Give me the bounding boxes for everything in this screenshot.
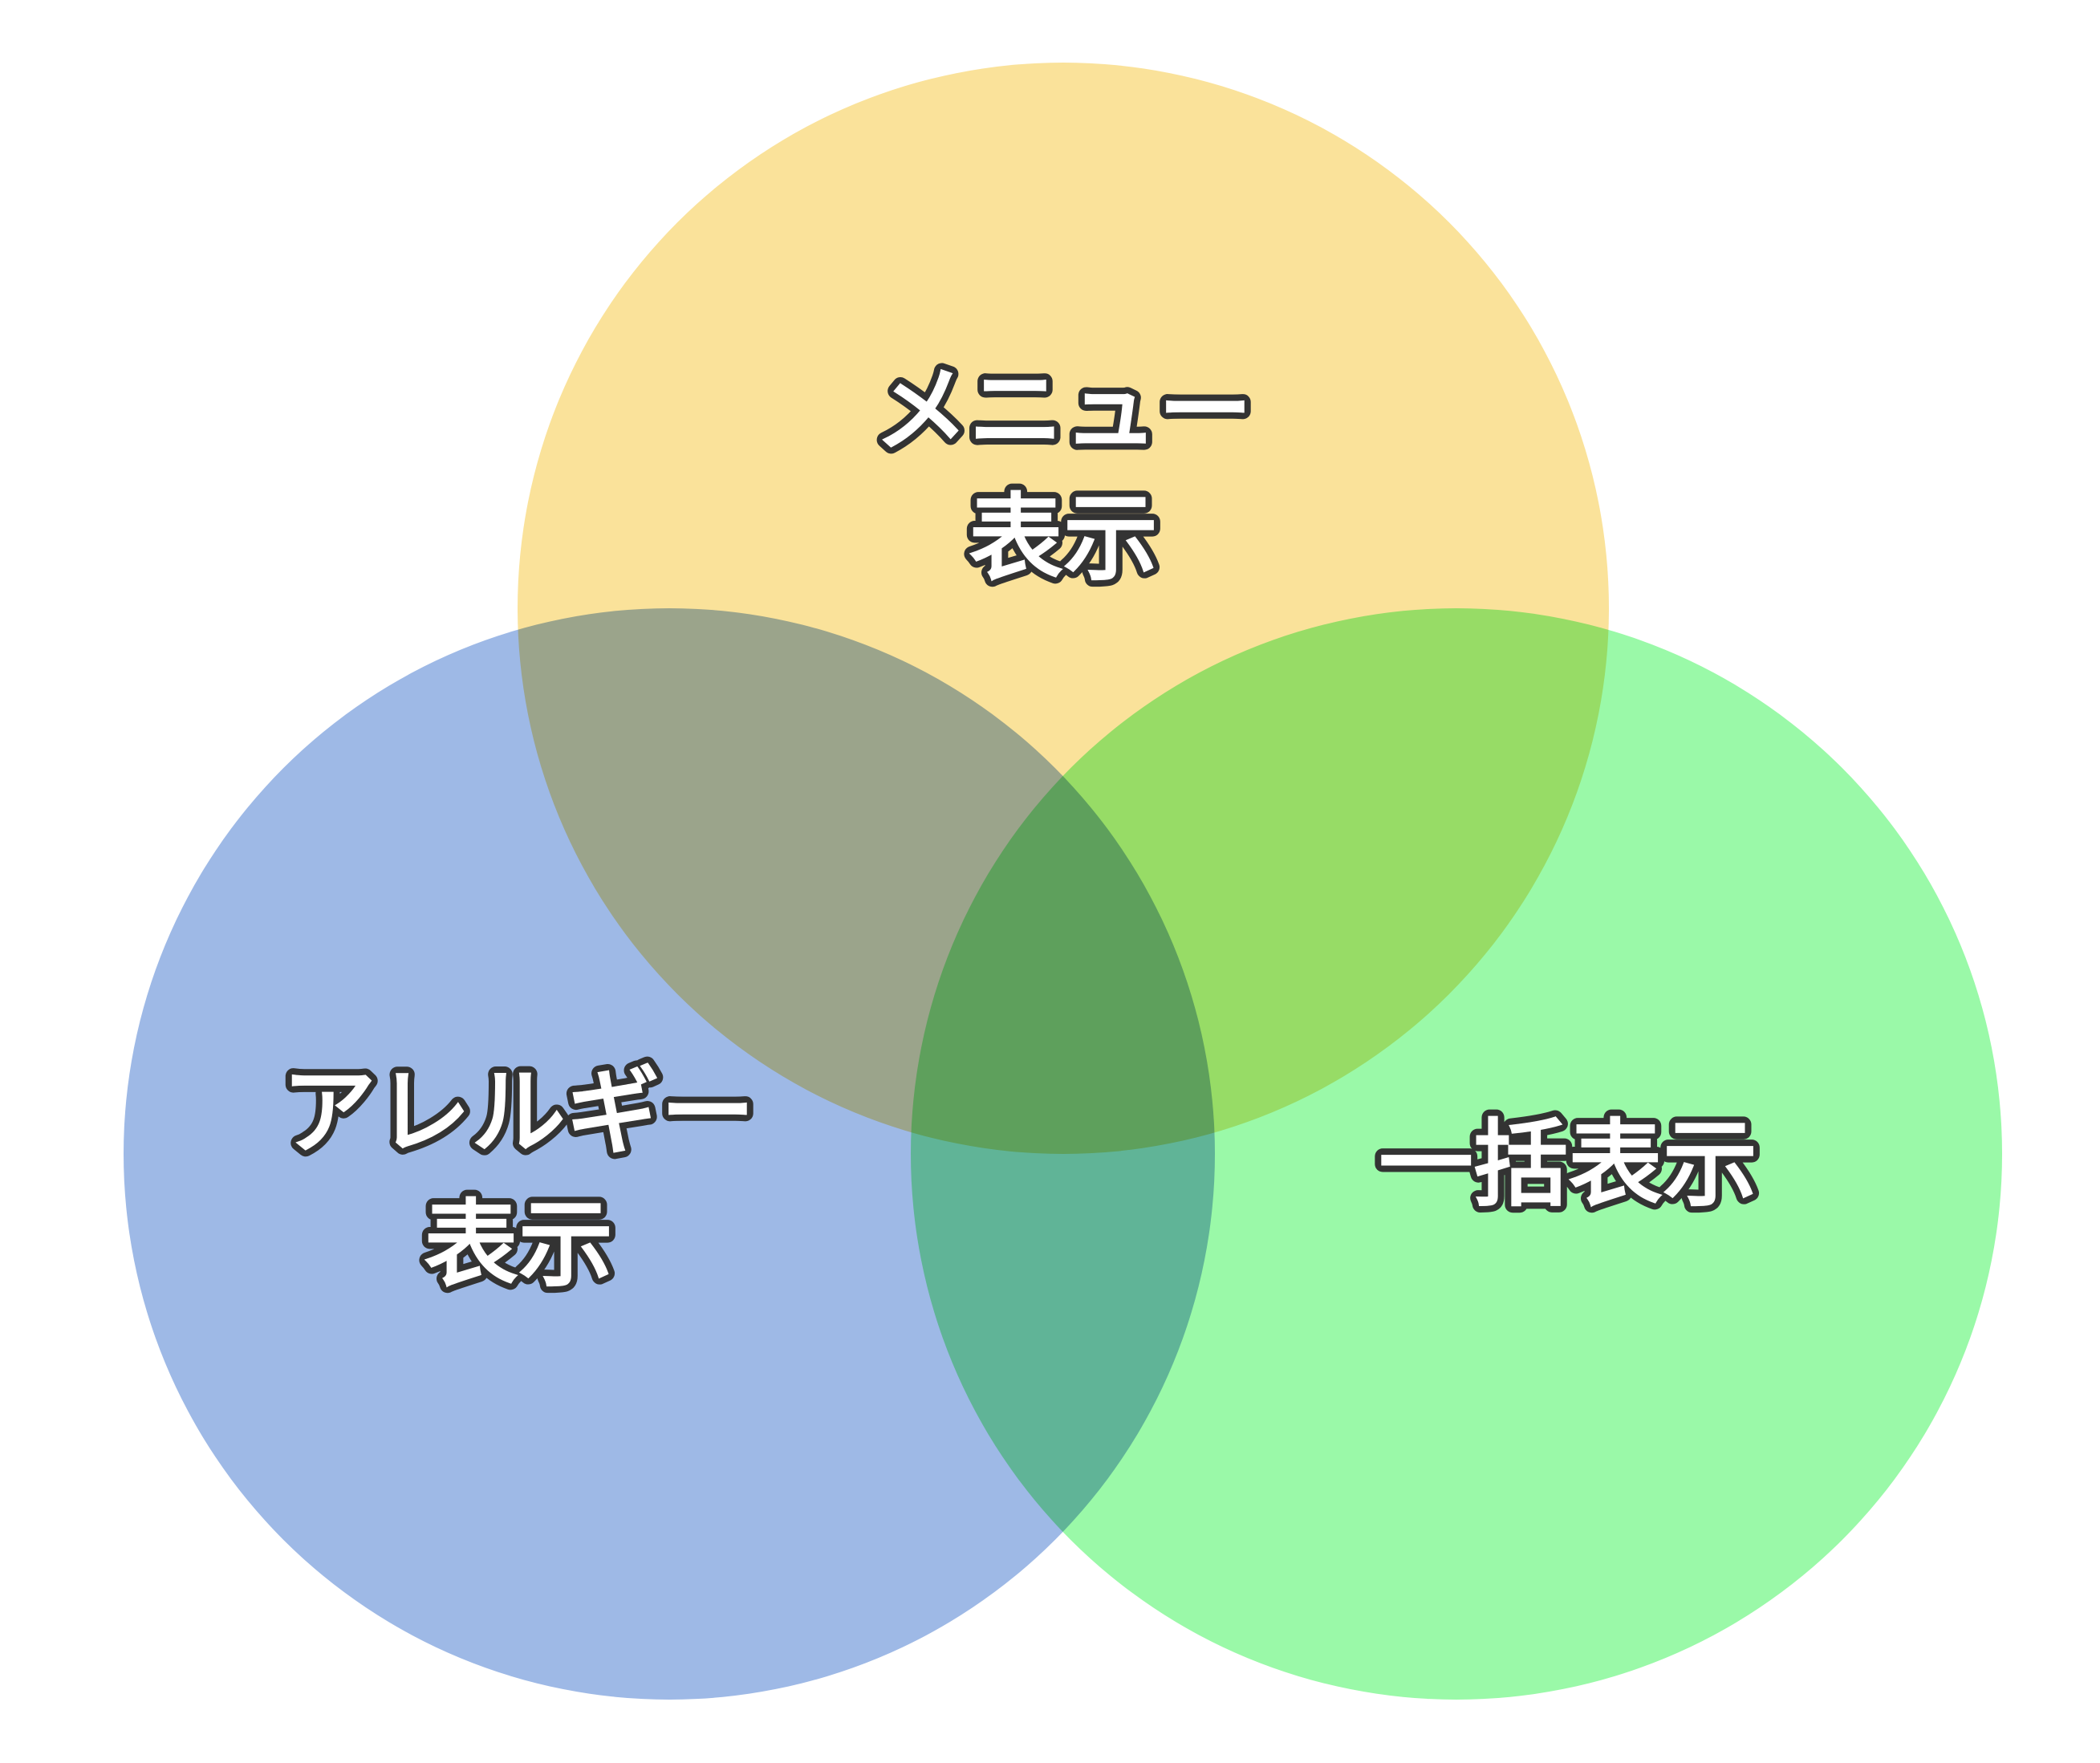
allergy-display-circle [124,608,1215,1700]
menu-display-label-line2: 表示 [969,483,1158,594]
allergy-display-label-line2: 表示 [424,1189,613,1300]
allergy-display-label-line1: アレルギー [282,1057,755,1168]
menu-display-label-line1: メニュー [874,355,1253,465]
bulk-display-label: 一括表示 [1379,1109,1757,1220]
bulk-display-circle [911,608,2002,1700]
